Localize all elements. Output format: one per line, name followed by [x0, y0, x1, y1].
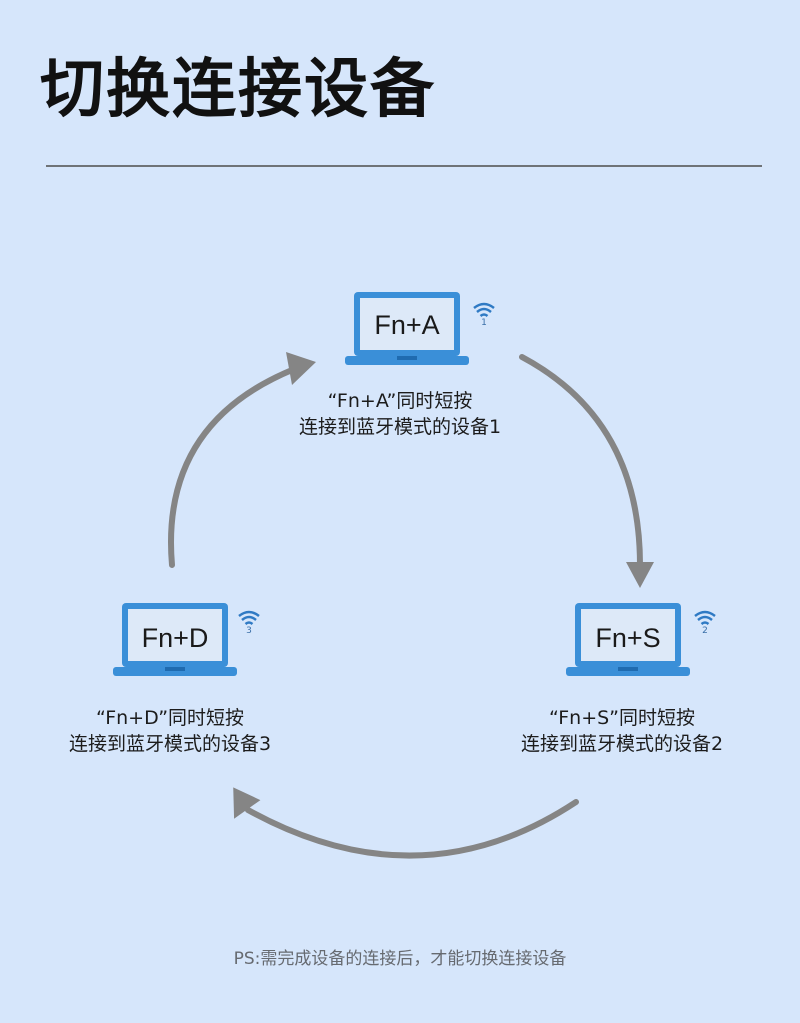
arrow-1-to-2-head: [626, 562, 654, 588]
device-2: Fn+S 2: [566, 601, 726, 681]
wifi-number: 3: [246, 626, 252, 636]
shortcut-key-label: Fn+A: [374, 310, 440, 340]
wifi-number: 1: [481, 318, 487, 328]
arrow-3-to-1-head: [286, 352, 316, 385]
device-3-caption: “Fn+D”同时短按 连接到蓝牙模式的设备3: [40, 705, 300, 757]
arrow-2-to-3-head: [233, 787, 261, 819]
shortcut-key-label: Fn+D: [141, 623, 209, 653]
caption-line-2: 连接到蓝牙模式的设备2: [520, 733, 724, 755]
caption-line-1: “Fn+D”同时短按: [95, 707, 245, 729]
arrow-1-to-2: [519, 354, 643, 568]
shortcut-key-label: Fn+S: [595, 623, 661, 653]
wifi-icon: [238, 610, 260, 625]
laptop-icon: [345, 292, 469, 365]
footnote: PS:需完成设备的连接后，才能切换连接设备: [233, 949, 567, 969]
caption-line-2: 连接到蓝牙模式的设备3: [68, 733, 272, 755]
wifi-icon: [473, 302, 495, 317]
laptop-icon: [566, 603, 690, 676]
arrow-3-to-1: [168, 367, 295, 568]
caption-line-1: “Fn+A”同时短按: [327, 390, 473, 412]
laptop-icon: [113, 603, 237, 676]
device-3: Fn+D 3: [113, 601, 273, 681]
caption-line-1: “Fn+S”同时短按: [548, 707, 696, 729]
caption-line-2: 连接到蓝牙模式的设备1: [298, 416, 502, 438]
device-1-caption: “Fn+A”同时短按 连接到蓝牙模式的设备1: [280, 388, 520, 440]
arrow-2-to-3: [245, 799, 579, 859]
wifi-number: 2: [702, 626, 708, 636]
title-divider: [46, 165, 762, 167]
wifi-icon: [694, 610, 716, 625]
device-1: Fn+A 1: [345, 290, 505, 370]
page-title: 切换连接设备: [40, 53, 436, 127]
device-2-caption: “Fn+S”同时短按 连接到蓝牙模式的设备2: [492, 705, 752, 757]
